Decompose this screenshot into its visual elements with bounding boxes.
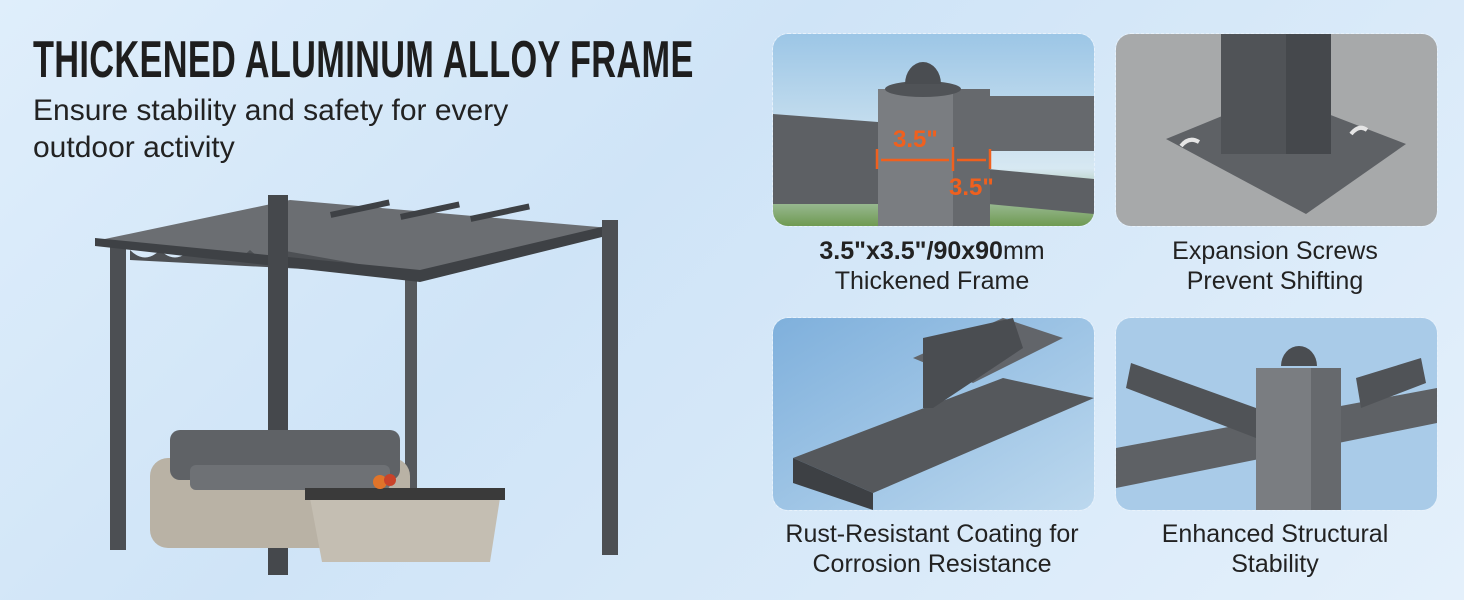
feature-caption-structural-stability: Enhanced Structural Stability <box>1095 519 1455 579</box>
caption-line1: Rust-Resistant Coating for <box>785 520 1079 548</box>
caption-line2: Corrosion Resistance <box>812 550 1052 578</box>
pergola-product-image <box>95 195 618 575</box>
subheadline: Ensure stability and safety for every ou… <box>33 94 509 164</box>
caption-line2: Thickened Frame <box>834 267 1030 295</box>
caption-unit: mm <box>1002 237 1045 265</box>
dimension-label-depth: 3.5" <box>949 174 994 201</box>
caption-line2: Prevent Shifting <box>1186 267 1364 295</box>
caption-line1: Enhanced Structural <box>1161 520 1389 548</box>
rust-resistant-beam-image <box>773 318 1094 510</box>
feature-caption-rust-resistant: Rust-Resistant Coating for Corrosion Res… <box>752 519 1112 579</box>
caption-dimension: 3.5"x3.5"/90x90 <box>819 237 1003 265</box>
dimension-label-width: 3.5" <box>893 126 938 153</box>
feature-caption-thickened-frame: 3.5"x3.5"/90x90mm Thickened Frame <box>752 236 1112 296</box>
feature-caption-expansion-screws: Expansion Screws Prevent Shifting <box>1095 236 1455 296</box>
feature-card-rust-resistant <box>772 317 1095 511</box>
caption-line2: Stability <box>1231 550 1319 578</box>
feature-card-expansion-screws <box>1115 33 1438 227</box>
feature-card-structural-stability <box>1115 317 1438 511</box>
structural-joint-image <box>1116 318 1437 510</box>
expansion-screws-image <box>1116 34 1437 226</box>
headline: THICKENED ALUMINUM ALLOY FRAME <box>33 31 694 89</box>
feature-card-thickened-frame: 3.5" 3.5" <box>772 33 1095 227</box>
caption-line1: Expansion Screws <box>1172 237 1378 265</box>
frame-closeup-image <box>773 34 1094 226</box>
